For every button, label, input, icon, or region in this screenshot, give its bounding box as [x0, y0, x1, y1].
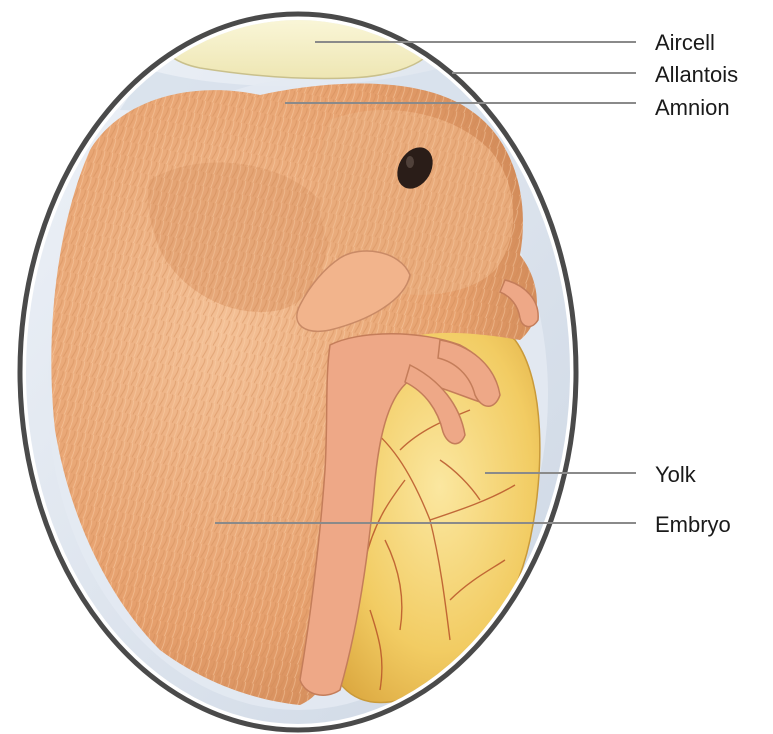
allantois-label: Allantois: [655, 62, 738, 87]
aircell-label: Aircell: [655, 30, 715, 55]
yolk-label: Yolk: [655, 462, 697, 487]
embryo-label: Embryo: [655, 512, 731, 537]
aircell: [158, 12, 440, 79]
amnion-label: Amnion: [655, 95, 730, 120]
